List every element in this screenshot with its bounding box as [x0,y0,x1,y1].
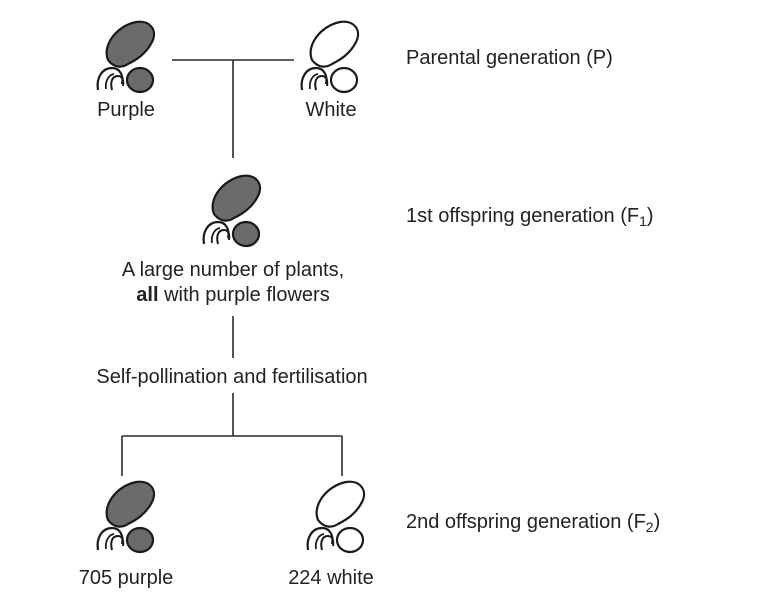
process-label: Self-pollination and fertilisation [96,366,368,388]
f1-description-line1: A large number of plants, [121,259,345,281]
f2-purple-count-label: 705 purple [78,567,174,589]
f1-purple-flower-icon [202,174,262,248]
f2-generation-close: ) [653,511,661,533]
f2-white-count-label: 224 white [288,567,374,589]
f2-generation-label: 2nd offspring generation (F2) [406,510,660,539]
f2-white-flower-icon [306,480,366,554]
f1-all-emphasis: all [136,284,159,306]
f2-subscript: 2 [645,519,654,535]
purple-flower-icon [96,20,156,94]
f2-purple-flower-icon [96,480,156,554]
f1-generation-label: 1st offspring generation (F1) [406,204,654,233]
f1-generation-text: 1st offspring generation (F [406,205,640,227]
f1-description-rest: with purple flowers [158,284,330,306]
parent-purple-label: Purple [97,99,155,121]
f1-description-line2: all with purple flowers [136,283,329,307]
parent-white-label: White [305,99,357,121]
f1-generation-close: ) [646,205,654,227]
white-flower-icon [300,20,360,94]
parental-generation-label: Parental generation (P) [406,47,613,69]
f2-generation-text: 2nd offspring generation (F [406,511,646,533]
f1-subscript: 1 [639,213,647,229]
